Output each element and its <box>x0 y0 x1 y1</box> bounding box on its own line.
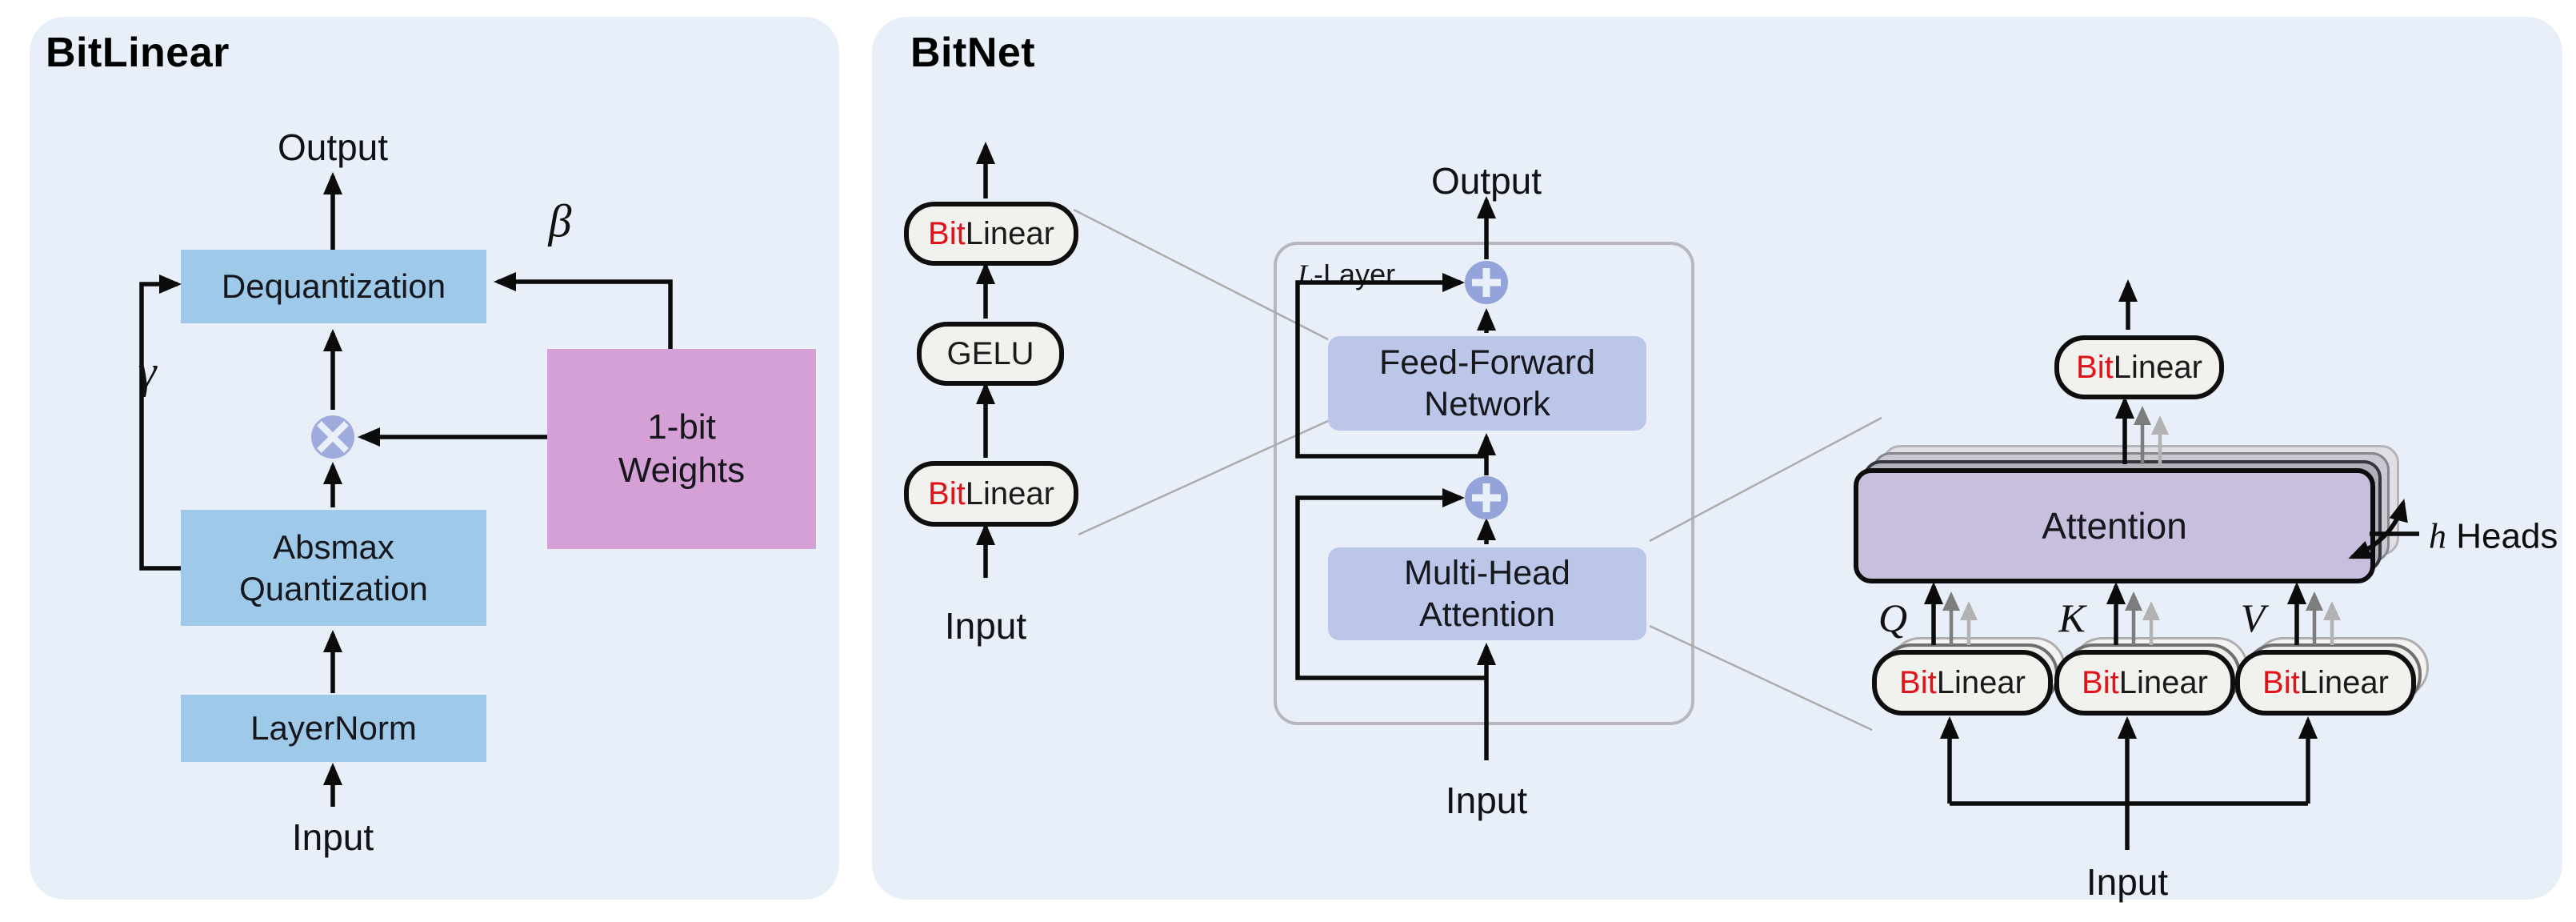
k-label: K <box>2058 595 2086 640</box>
bitlinear-pill-linear: Linear <box>1936 664 2026 700</box>
absmax-label-line2: Quantization <box>239 569 428 607</box>
bitlinear-title: BitLinear <box>46 30 230 76</box>
l-layer-variable: L <box>1298 259 1314 291</box>
ffn-label-line1: Feed-Forward <box>1378 343 1596 382</box>
dequantization-box: Dequantization <box>181 250 486 323</box>
bitnet-title: BitNet <box>910 30 1036 76</box>
layernorm-box: LayerNorm <box>181 695 486 762</box>
gelu-pill: GELU <box>917 322 1064 386</box>
dequantization-label: Dequantization <box>221 267 446 306</box>
bitlinear-pill-bit: Bit <box>2082 664 2119 700</box>
absmax-label-line1: Absmax <box>273 528 394 567</box>
heads-label: h Heads <box>2429 516 2558 557</box>
l-layer-label: L-Layer <box>1298 258 1395 291</box>
bitlinear-pill-linear: Linear <box>965 215 1054 251</box>
heads-text: Heads <box>2456 516 2558 556</box>
absmax-quantization-box: Absmax Quantization <box>181 510 486 626</box>
bitlinear-pill-linear: Linear <box>2118 664 2208 700</box>
weights-label-line1: 1-bit <box>647 407 716 447</box>
bitlinear-input-label: Input <box>291 816 374 858</box>
l-layer-suffix: -Layer <box>1314 258 1396 291</box>
q-label: Q <box>1878 595 1908 640</box>
layernorm-label: LayerNorm <box>250 709 417 748</box>
gamma-label: γ <box>138 345 157 398</box>
bitlinear-pill-linear: Linear <box>965 475 1054 511</box>
gelu-label: GELU <box>946 335 1034 371</box>
block-input-label: Input <box>1445 780 1528 821</box>
block-output-label: Output <box>1430 160 1542 202</box>
bitlinear-pill-bit: Bit <box>2262 664 2300 700</box>
v-label: V <box>2240 595 2266 640</box>
l-layer-container <box>1274 242 1694 725</box>
bitlinear-pill-bit: Bit <box>2076 349 2114 385</box>
one-bit-weights-box: 1-bit Weights <box>547 349 816 549</box>
qkv-input-label: Input <box>2086 861 2169 903</box>
heads-variable: h <box>2429 516 2446 556</box>
bitlinear-pill-linear: Linear <box>2299 664 2389 700</box>
beta-label: β <box>548 194 572 247</box>
attention-box: Attention <box>1854 468 2375 583</box>
bitlinear-output-label: Output <box>277 126 389 168</box>
weights-label-line2: Weights <box>618 451 746 490</box>
bitlinear-pill-linear: Linear <box>2113 349 2202 385</box>
mha-label-line1: Multi-Head <box>1404 553 1570 592</box>
ffn-label-line2: Network <box>1424 385 1550 423</box>
ffnstack-input-label: Input <box>944 605 1027 647</box>
mha-label-line2: Attention <box>1419 595 1555 634</box>
feed-forward-network-box: Feed-Forward Network <box>1328 336 1646 431</box>
bitlinear-pill-bit: Bit <box>1899 664 1937 700</box>
bitlinear-pill-bit: Bit <box>928 215 966 251</box>
bitlinear-pill-bit: Bit <box>928 475 966 511</box>
multi-head-attention-box: Multi-Head Attention <box>1328 547 1646 640</box>
attention-label: Attention <box>2042 504 2187 547</box>
